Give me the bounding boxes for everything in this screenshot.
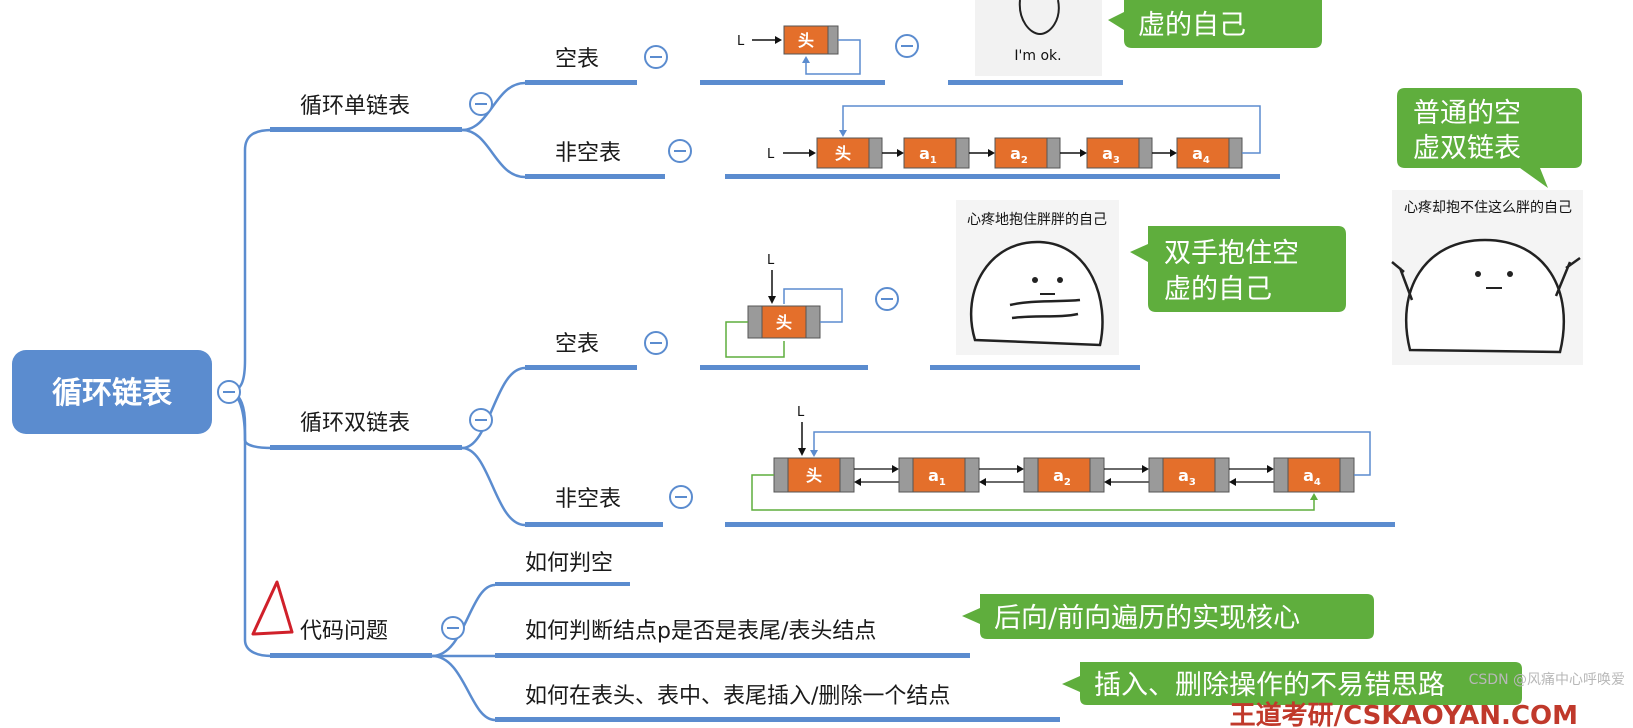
head-cell: 头 xyxy=(835,144,851,163)
list-node xyxy=(1037,457,1091,493)
pointer-label: L xyxy=(737,34,745,49)
root-node[interactable]: 循环链表 xyxy=(12,350,212,434)
list-node xyxy=(787,457,841,493)
code-item-3[interactable]: 如何在表头、表中、表尾插入/删除一个结点 xyxy=(525,684,950,709)
list-node xyxy=(1086,137,1140,169)
bubble-hug-line2: 虚的自己 xyxy=(1164,274,1272,305)
head-cell: 头 xyxy=(806,466,822,485)
collapse-icon[interactable] xyxy=(875,287,899,311)
bubble-hug-self: 双手抱住空 虚的自己 xyxy=(1130,226,1346,312)
bubble-top-text: 虚的自己 xyxy=(1138,10,1246,41)
collapse-icon[interactable] xyxy=(469,92,493,116)
list-node xyxy=(1287,457,1341,493)
collapse-icon[interactable] xyxy=(644,45,668,69)
bubble-normal-line1: 普通的空 xyxy=(1413,98,1521,129)
root-label: 循环链表 xyxy=(52,376,172,411)
collapse-icon[interactable] xyxy=(217,380,241,404)
head-cell: 头 xyxy=(776,313,792,332)
single-empty-label[interactable]: 空表 xyxy=(555,47,599,72)
collapse-icon[interactable] xyxy=(644,331,668,355)
list-node xyxy=(1162,457,1216,493)
meme-cant-hug-image: 心疼却抱不住这么胖的自己 xyxy=(1391,190,1583,365)
meme-hug-image: 心疼地抱住胖胖的自己 xyxy=(956,200,1119,355)
bubble-insert-delete-text: 插入、删除操作的不易错思路 xyxy=(1094,670,1445,701)
branch-double-label[interactable]: 循环双链表 xyxy=(300,411,410,436)
pointer-label: L xyxy=(797,405,805,420)
collapse-icon[interactable] xyxy=(669,485,693,509)
meme-im-ok-image: I'm ok. xyxy=(975,0,1102,76)
cant-hug-caption: 心疼却抱不住这么胖的自己 xyxy=(1404,199,1572,216)
hug-caption: 心疼地抱住胖胖的自己 xyxy=(967,212,1107,228)
double-nonempty-label[interactable]: 非空表 xyxy=(555,487,621,512)
bubble-hug-line1: 双手抱住空 xyxy=(1164,238,1299,269)
single-nonempty-label[interactable]: 非空表 xyxy=(555,141,621,166)
collapse-icon[interactable] xyxy=(668,139,692,163)
head-cell: 头 xyxy=(798,31,814,50)
double-empty-label[interactable]: 空表 xyxy=(555,332,599,357)
list-node xyxy=(903,137,957,169)
pointer-label: L xyxy=(767,253,775,268)
bubble-top-partial: 虚的自己 xyxy=(1108,0,1322,48)
bubble-traversal-text: 后向/前向遍历的实现核心 xyxy=(994,603,1300,634)
pointer-label: L xyxy=(767,147,775,162)
brand-text: 王道考研/CSKAOYAN.COM xyxy=(1230,700,1578,728)
bubble-normal-empty-double: 普通的空 虚双链表 xyxy=(1397,88,1582,188)
collapse-icon[interactable] xyxy=(469,408,493,432)
im-ok-caption: I'm ok. xyxy=(1014,48,1061,64)
code-item-2[interactable]: 如何判断结点p是否是表尾/表头结点 xyxy=(525,619,876,644)
list-node xyxy=(994,137,1048,169)
branch-code-label[interactable]: 代码问题 xyxy=(300,619,388,644)
bubble-insert-delete: 插入、删除操作的不易错思路 xyxy=(1062,662,1522,705)
list-node xyxy=(816,137,870,169)
branch-single-label[interactable]: 循环单链表 xyxy=(300,94,410,119)
watermark-text: CSDN @风痛中心呼唤爱 xyxy=(1469,671,1625,688)
mindmap-underlines xyxy=(270,80,1395,722)
red-triangle-annotation xyxy=(251,580,294,636)
code-item-1[interactable]: 如何判空 xyxy=(525,551,613,576)
collapse-icon[interactable] xyxy=(895,34,919,58)
list-node xyxy=(912,457,966,493)
bubble-traversal: 后向/前向遍历的实现核心 xyxy=(962,594,1374,639)
bubble-normal-line2: 虚双链表 xyxy=(1413,133,1521,164)
list-node xyxy=(1176,137,1230,169)
diagram-single-empty: L 头 xyxy=(737,25,861,75)
collapse-icon[interactable] xyxy=(441,616,465,640)
diagram-double-empty: L 头 xyxy=(725,253,843,358)
